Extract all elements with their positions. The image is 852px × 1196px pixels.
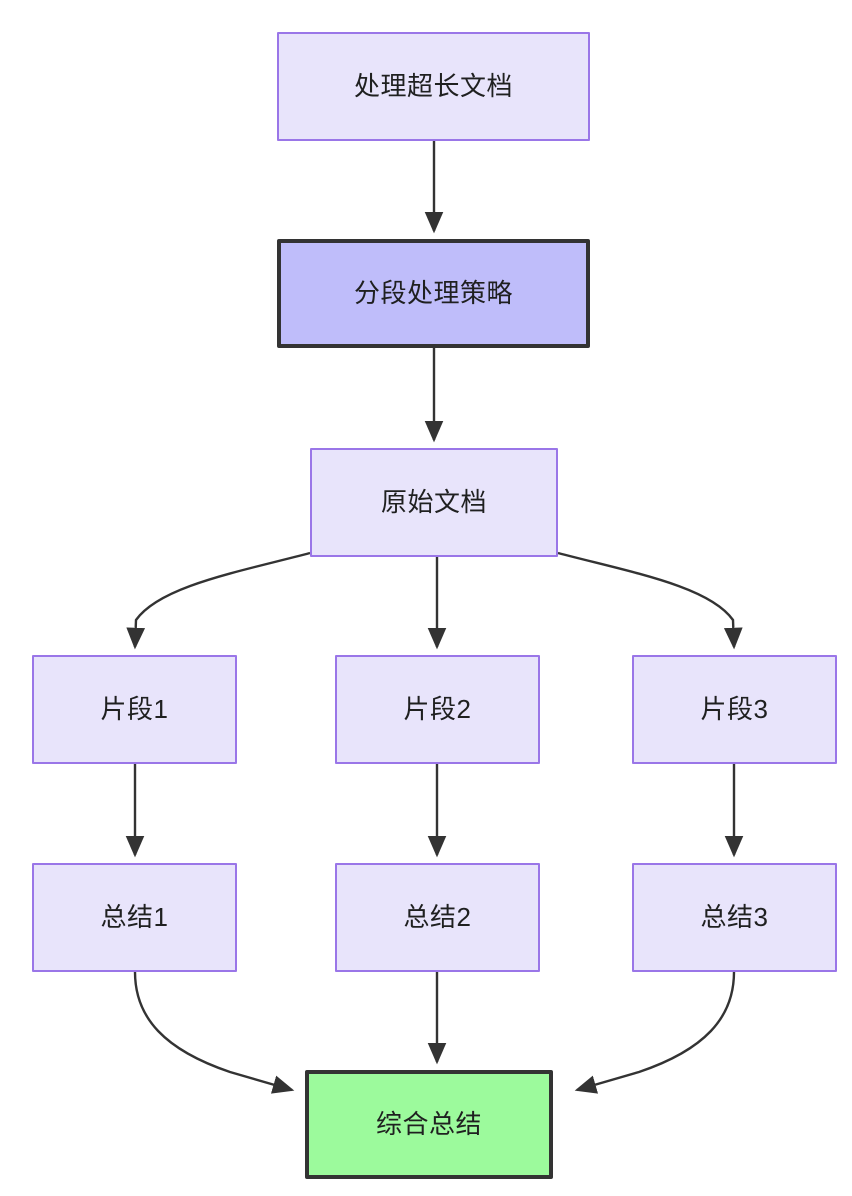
node-label: 原始文档 [380,486,487,517]
node-label: 处理超长文档 [353,70,513,101]
node-label: 片段3 [700,693,769,724]
node-label: 总结1 [100,901,169,932]
node-summary-1[interactable]: 总结1 [32,863,237,972]
node-strategy[interactable]: 分段处理策略 [277,239,590,348]
node-summary-2[interactable]: 总结2 [335,863,540,972]
node-long-doc[interactable]: 处理超长文档 [277,32,590,141]
edge-summary-1-to-final-summary [133,971,295,1094]
node-final-summary[interactable]: 综合总结 [305,1070,553,1179]
node-summary-3[interactable]: 总结3 [632,863,837,972]
node-fragment-2[interactable]: 片段2 [335,655,540,764]
node-label: 总结2 [403,901,472,932]
node-label: 片段2 [403,693,472,724]
node-label: 总结3 [700,901,769,932]
node-label: 分段处理策略 [353,277,513,308]
edge-source-doc-to-fragment-1 [126,551,311,650]
node-fragment-3[interactable]: 片段3 [632,655,837,764]
node-label: 综合总结 [375,1108,482,1139]
node-fragment-1[interactable]: 片段1 [32,655,237,764]
node-source-doc[interactable]: 原始文档 [310,448,558,557]
edge-source-doc-to-fragment-3 [557,551,743,650]
node-label: 片段1 [100,693,169,724]
edge-summary-3-to-final-summary [574,971,736,1094]
